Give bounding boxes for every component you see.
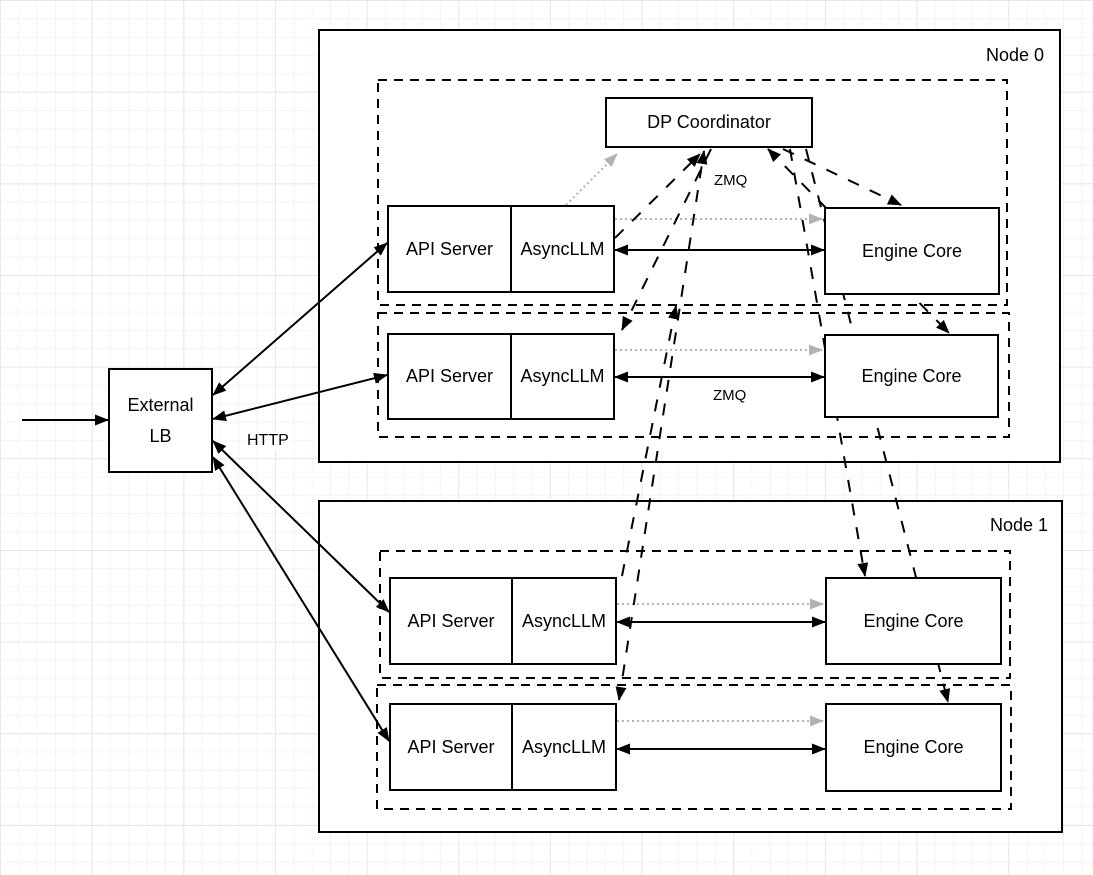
dashed-asyncllm3-coordinator <box>615 150 708 701</box>
api-server-cell: API Server <box>391 579 511 663</box>
async-llm-cell: AsyncLLM <box>510 335 613 418</box>
api-server-label: API Server <box>405 366 494 386</box>
engine-core-box-n0r0: Engine Core <box>824 207 1000 295</box>
async-llm-label: AsyncLLM <box>521 736 607 757</box>
engine-core-box-n0r1: Engine Core <box>824 334 999 418</box>
engine-core-box-n1r0: Engine Core <box>825 577 1002 665</box>
arrow-lb-apiserver-n1r1 <box>212 456 390 742</box>
apiserver-asyncllm-box-n0r0: API Server AsyncLLM <box>387 205 615 293</box>
dotted-asyncllm-coordinator <box>565 153 618 206</box>
engine-core-label: Engine Core <box>863 610 964 631</box>
dashed-coordinator-to-asyncllm1 <box>621 148 712 331</box>
external-lb-box: External LB <box>108 368 213 473</box>
dashed-coordinator-to-enginecore0 <box>782 148 902 206</box>
apiserver-asyncllm-box-n0r1: API Server AsyncLLM <box>387 333 615 420</box>
zmq-label-engine: ZMQ <box>711 387 749 404</box>
apiserver-asyncllm-box-n1r1: API Server AsyncLLM <box>389 703 617 791</box>
engine-core-label: Engine Core <box>861 365 962 386</box>
zmq-label-coordinator: ZMQ <box>712 172 750 189</box>
external-lb-label-line1: External <box>127 394 194 415</box>
node0-label: Node 0 <box>985 45 1044 65</box>
async-llm-cell: AsyncLLM <box>510 207 613 291</box>
node1-rank1-group <box>376 684 1012 810</box>
dashed-asyncllm2-up-arrow <box>621 305 679 577</box>
engine-core-label: Engine Core <box>863 737 964 757</box>
api-server-label: API Server <box>405 238 494 259</box>
async-llm-cell: AsyncLLM <box>511 579 615 663</box>
arrow-lb-apiserver-n0r1 <box>212 372 388 422</box>
async-llm-label: AsyncLLM <box>520 238 605 259</box>
api-server-cell: API Server <box>389 335 510 418</box>
node1-label: Node 1 <box>989 515 1048 535</box>
http-label: HTTP <box>245 432 291 450</box>
async-llm-label: AsyncLLM <box>520 366 605 386</box>
async-llm-label: AsyncLLM <box>521 610 607 631</box>
engine-core-box-n1r1: Engine Core <box>825 703 1002 792</box>
dp-coordinator-label: DP Coordinator <box>647 112 771 132</box>
api-server-label: API Server <box>407 610 495 631</box>
api-server-label: API Server <box>407 736 495 757</box>
arrow-lb-apiserver-n1r0 <box>212 440 390 613</box>
async-llm-cell: AsyncLLM <box>511 705 615 789</box>
dp-coordinator-box: DP Coordinator <box>605 97 813 148</box>
external-lb-label-line2: LB <box>149 425 172 446</box>
apiserver-asyncllm-box-n1r0: API Server AsyncLLM <box>389 577 617 665</box>
api-server-cell: API Server <box>391 705 511 789</box>
arrow-lb-apiserver-n0r0 <box>212 242 388 396</box>
engine-core-label: Engine Core <box>861 240 963 261</box>
api-server-cell: API Server <box>389 207 510 291</box>
